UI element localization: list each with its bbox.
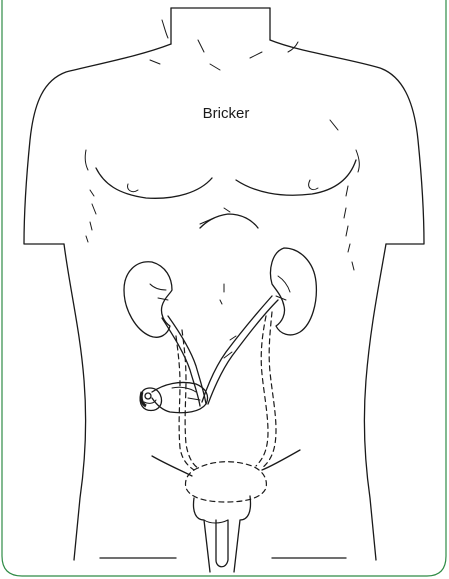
left-pectoral xyxy=(96,168,212,198)
left-shoulder-outline xyxy=(24,44,171,244)
dashed-bladder xyxy=(186,462,267,502)
right-ureter xyxy=(208,300,278,404)
navel xyxy=(220,284,224,304)
rib-curve xyxy=(200,214,258,228)
right-flank-outline xyxy=(364,244,386,560)
right-shoulder-outline xyxy=(270,40,424,244)
stoma xyxy=(140,388,161,411)
diagram-label: Bricker xyxy=(176,104,276,124)
left-nipple xyxy=(128,184,138,192)
right-pectoral xyxy=(236,160,356,195)
inguinal-right xyxy=(262,450,300,470)
left-ureter xyxy=(168,316,206,404)
right-kidney xyxy=(271,248,317,335)
right-nipple xyxy=(309,180,318,190)
dashed-right-ureter xyxy=(256,316,268,466)
left-flank-outline xyxy=(64,244,86,560)
genitals-outline xyxy=(193,496,250,572)
inguinal-left xyxy=(152,456,192,476)
neck-outline xyxy=(171,8,270,44)
